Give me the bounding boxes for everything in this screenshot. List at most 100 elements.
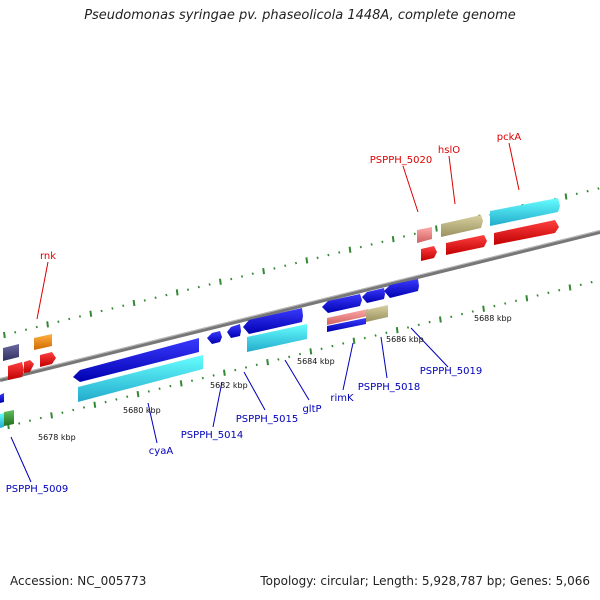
gene-labels-top: rnk PSPPH_5020 hslO pckA — [40, 132, 521, 262]
tick-mark — [381, 240, 384, 244]
feature-arrow[interactable] — [3, 344, 19, 361]
kbp-label: 5688 kbp — [474, 314, 512, 323]
tick-mark — [111, 307, 114, 310]
tick-mark — [590, 280, 593, 284]
feature-arrow[interactable] — [78, 355, 203, 402]
tick-mark — [374, 334, 377, 337]
tick-mark — [154, 296, 157, 299]
tick-mark — [266, 358, 269, 366]
gene-label-pspph-5019[interactable]: PSPPH_5019 — [420, 366, 482, 377]
tick-mark — [230, 277, 233, 281]
tick-mark — [197, 285, 200, 289]
tick-mark — [284, 264, 287, 267]
tick-mark — [428, 320, 431, 324]
tick-mark — [240, 275, 244, 278]
tick-mark — [46, 321, 49, 328]
tick-mark — [363, 336, 366, 340]
tick-mark — [309, 348, 313, 355]
feature-arrow[interactable] — [441, 215, 483, 237]
tick-mark — [251, 272, 254, 275]
feature-arrow[interactable] — [384, 279, 419, 298]
feature-arrow[interactable] — [247, 324, 307, 352]
genome-backbone-highlight — [0, 230, 600, 379]
feature-arrow[interactable] — [40, 352, 56, 367]
tick-mark — [223, 369, 226, 376]
kbp-label: 5680 kbp — [123, 406, 161, 415]
gene-label-pspph-5018[interactable]: PSPPH_5018 — [358, 382, 420, 393]
tick-mark — [115, 398, 118, 401]
feature-arrow[interactable] — [0, 393, 4, 403]
tick-mark — [262, 267, 265, 275]
tick-mark — [219, 278, 222, 285]
tick-mark — [273, 267, 276, 270]
tick-mark — [439, 316, 442, 323]
tick-mark — [586, 189, 589, 193]
tick-mark — [57, 320, 60, 323]
tick-rows — [3, 187, 600, 430]
tick-mark — [504, 302, 507, 305]
gene-label-pspph-5015[interactable]: PSPPH_5015 — [236, 414, 298, 425]
kbp-labels: 5678 kbp 5680 kbp 5682 kbp 5684 kbp 5686… — [38, 314, 512, 442]
tick-mark — [320, 347, 323, 351]
feature-arrow[interactable] — [243, 308, 303, 334]
kbp-label: 5684 kbp — [297, 357, 335, 366]
feature-arrow[interactable] — [24, 360, 34, 373]
gene-label-hslo[interactable]: hslO — [438, 145, 460, 156]
tick-mark — [72, 408, 75, 412]
kbp-label: 5678 kbp — [38, 433, 76, 442]
tick-mark — [471, 310, 474, 313]
kbp-label: 5682 kbp — [210, 381, 248, 390]
feature-arrow[interactable] — [490, 198, 560, 226]
feature-arrow[interactable] — [0, 413, 4, 428]
genome-backbone — [0, 230, 600, 382]
genome-stats: Topology: circular; Length: 5,928,787 bp… — [260, 574, 590, 588]
tick-mark — [460, 312, 464, 316]
gene-label-pcka[interactable]: pckA — [497, 132, 522, 143]
feature-arrow[interactable] — [362, 288, 385, 303]
feature-arrow[interactable] — [8, 362, 24, 380]
feature-arrow[interactable] — [417, 227, 432, 243]
tick-mark — [402, 235, 406, 238]
gene-label-pspph-5009[interactable]: PSPPH_5009 — [6, 484, 68, 495]
tick-mark — [277, 358, 280, 361]
feature-arrow[interactable] — [227, 324, 241, 338]
tick-mark — [50, 412, 53, 419]
feature-arrow[interactable] — [366, 305, 388, 322]
tick-mark — [208, 283, 211, 286]
tick-mark — [93, 401, 97, 408]
feature-arrow[interactable] — [327, 309, 368, 325]
tick-mark — [136, 390, 140, 398]
gene-label-pspph-5020[interactable]: PSPPH_5020 — [370, 155, 432, 166]
tick-mark — [288, 355, 291, 359]
gene-label-rimk[interactable]: rimK — [330, 393, 354, 404]
features-top — [3, 198, 560, 380]
tick-mark — [298, 352, 302, 356]
tick-mark — [147, 390, 150, 393]
feature-arrow[interactable] — [207, 331, 222, 344]
gene-labels-bottom: PSPPH_5009 cyaA PSPPH_5014 PSPPH_5015 gl… — [6, 366, 482, 495]
feature-arrow[interactable] — [34, 334, 52, 350]
tick-mark — [536, 294, 539, 297]
feature-arrow[interactable] — [73, 338, 199, 382]
feature-arrow[interactable] — [322, 294, 362, 313]
tick-mark — [558, 288, 561, 292]
tick-mark — [406, 326, 410, 329]
tick-mark — [89, 310, 93, 317]
gene-label-gltp[interactable]: gltP — [302, 404, 321, 415]
tick-mark — [342, 342, 345, 345]
gene-label-cyaa[interactable]: cyaA — [149, 446, 174, 457]
gene-label-rnk[interactable]: rnk — [40, 251, 56, 262]
gene-label-pspph-5014[interactable]: PSPPH_5014 — [181, 430, 243, 441]
feature-arrow[interactable] — [494, 220, 559, 245]
tick-mark — [24, 328, 28, 331]
feature-arrow[interactable] — [446, 235, 487, 255]
tick-mark — [132, 299, 136, 307]
feature-arrow[interactable] — [421, 246, 437, 261]
tick-mark — [212, 374, 215, 377]
tick-mark — [359, 245, 362, 249]
feature-arrow[interactable] — [327, 318, 366, 332]
tick-mark — [28, 419, 32, 422]
feature-arrow[interactable] — [4, 410, 14, 426]
tick-mark — [234, 368, 237, 372]
tick-mark — [201, 376, 204, 380]
